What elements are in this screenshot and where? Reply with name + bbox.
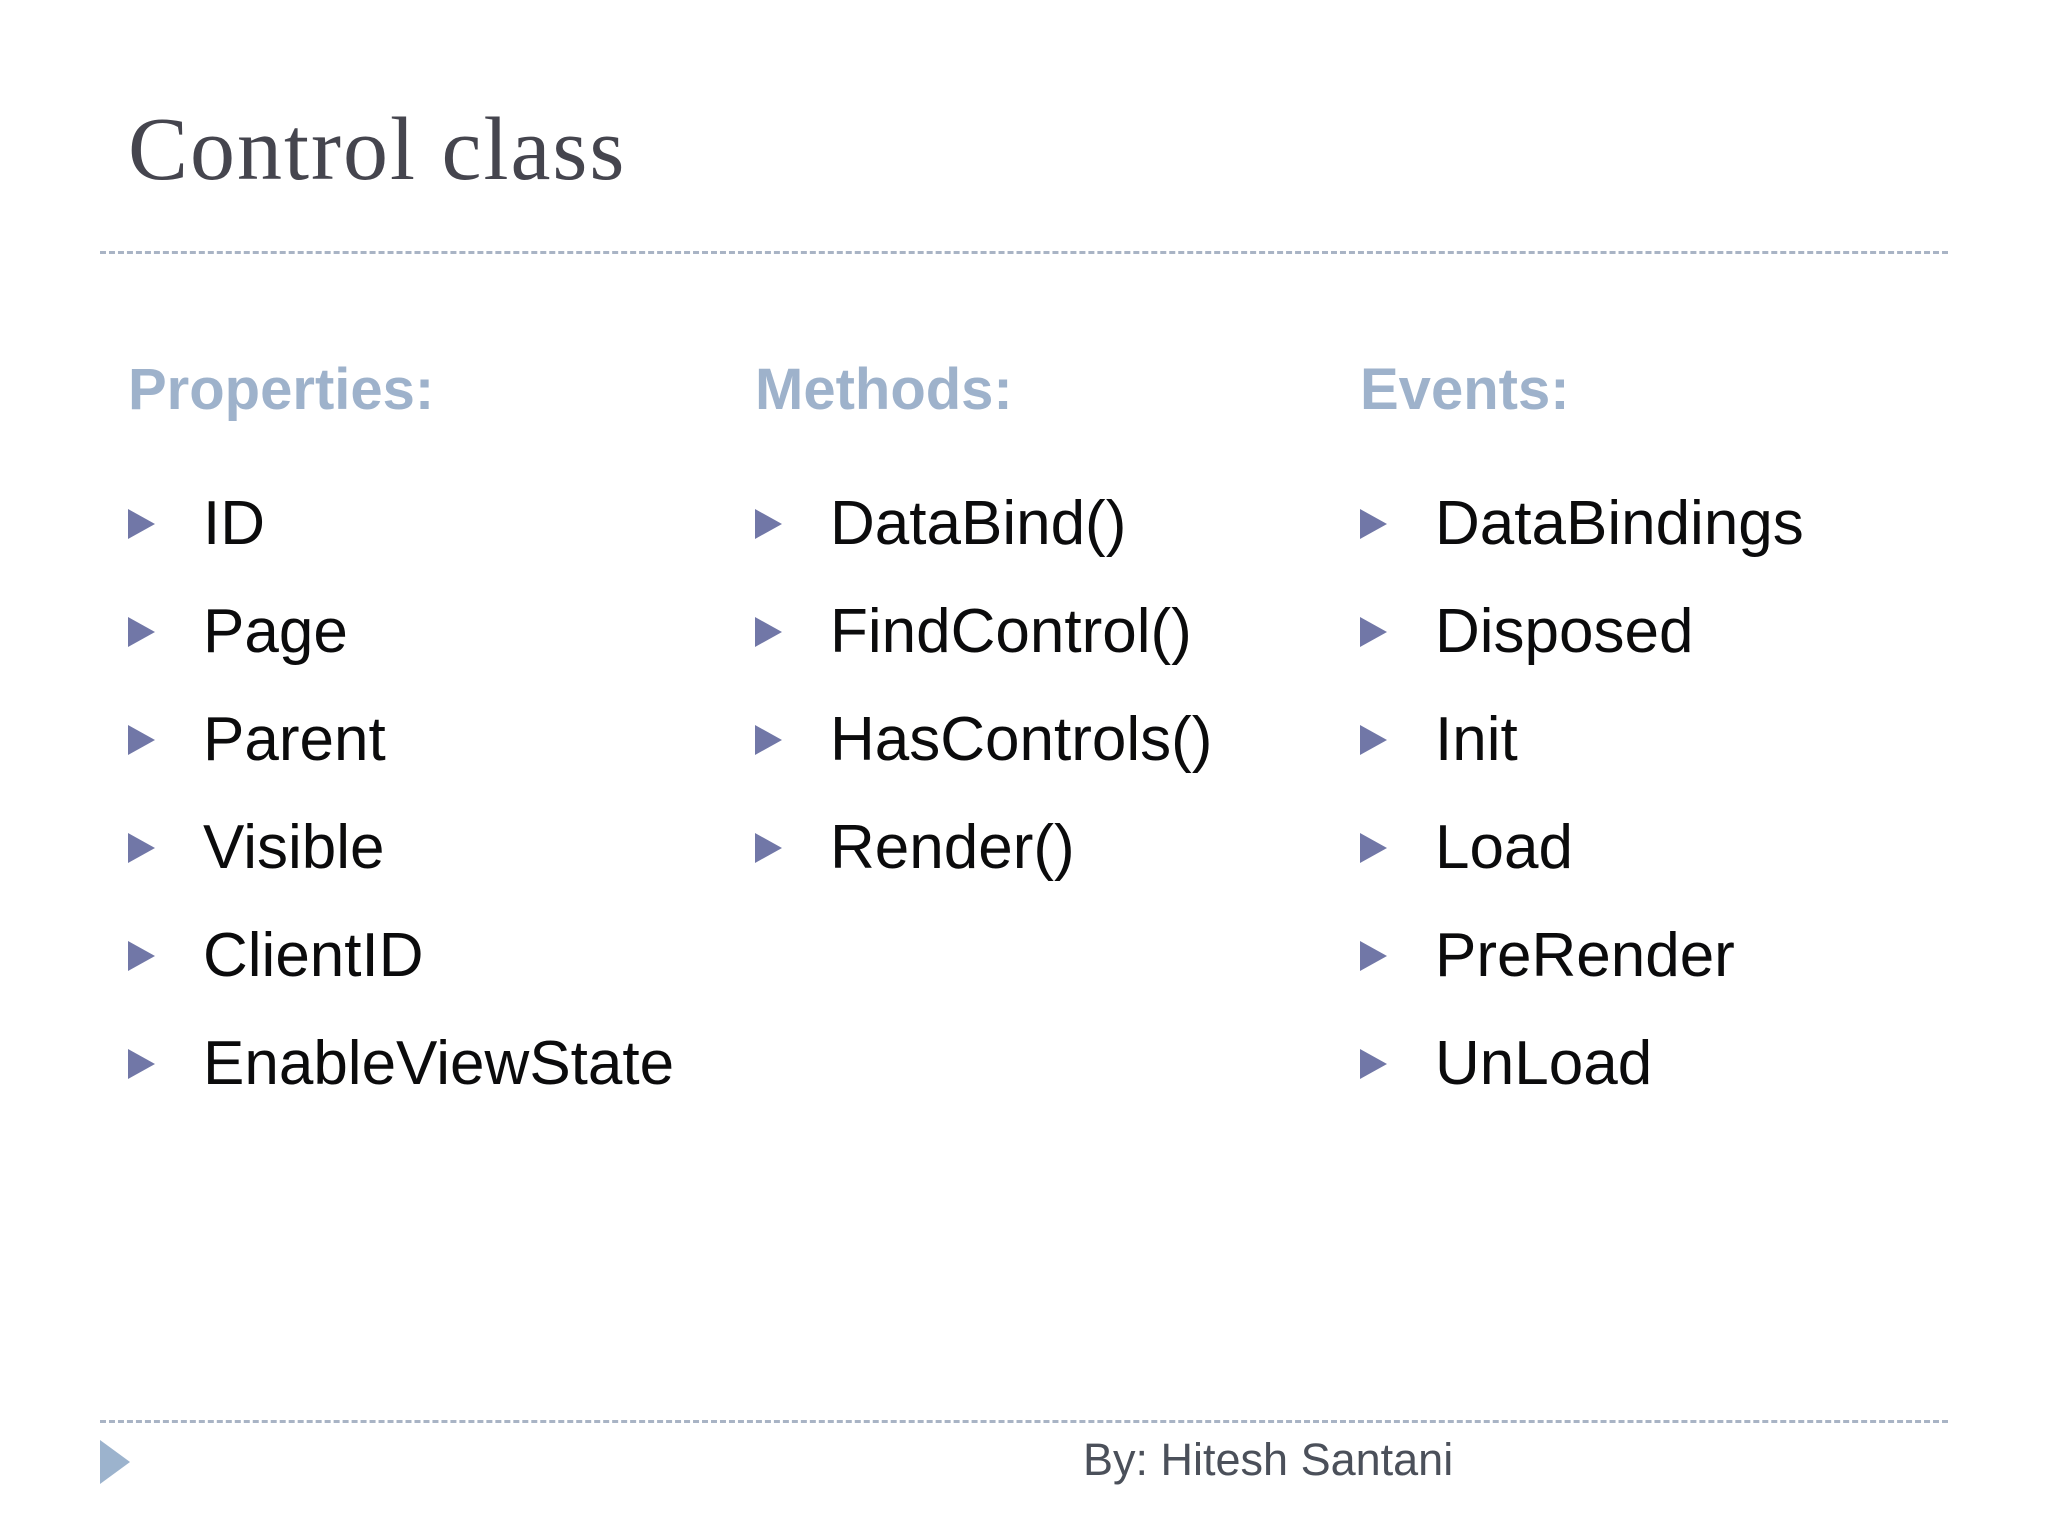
properties-list: ID Page Parent Visible ClientID EnableVi… xyxy=(128,470,728,1118)
properties-column: Properties: ID Page Parent Visible Clien… xyxy=(128,358,728,1118)
list-item: Init xyxy=(1360,686,1960,794)
list-item-label: Visible xyxy=(203,813,385,883)
bullet-triangle-icon xyxy=(128,1048,155,1079)
bullet-triangle-icon xyxy=(128,616,155,647)
list-item-label: Load xyxy=(1435,813,1573,883)
list-item: Page xyxy=(128,578,728,686)
list-item-label: EnableViewState xyxy=(203,1029,675,1099)
list-item: PreRender xyxy=(1360,902,1960,1010)
list-item-label: Disposed xyxy=(1435,597,1694,667)
properties-heading: Properties: xyxy=(128,357,435,422)
bullet-triangle-icon xyxy=(128,832,155,863)
list-item: DataBindings xyxy=(1360,470,1960,578)
bullet-triangle-icon xyxy=(1360,832,1387,863)
list-item-label: ClientID xyxy=(203,921,424,991)
list-item: Visible xyxy=(128,794,728,902)
list-item-label: Render() xyxy=(830,813,1075,883)
events-heading: Events: xyxy=(1360,357,1570,422)
list-item-label: DataBindings xyxy=(1435,489,1804,559)
methods-list: DataBind() FindControl() HasControls() R… xyxy=(755,470,1355,902)
bullet-triangle-icon xyxy=(755,616,782,647)
list-item: ClientID xyxy=(128,902,728,1010)
list-item: HasControls() xyxy=(755,686,1355,794)
bullet-triangle-icon xyxy=(1360,1048,1387,1079)
list-item-label: PreRender xyxy=(1435,921,1735,991)
list-item: Load xyxy=(1360,794,1960,902)
list-item-label: HasControls() xyxy=(830,705,1213,775)
list-item: Render() xyxy=(755,794,1355,902)
list-item-label: UnLoad xyxy=(1435,1029,1653,1099)
bullet-triangle-icon xyxy=(1360,724,1387,755)
list-item: DataBind() xyxy=(755,470,1355,578)
title-divider-dashed-line xyxy=(100,251,1948,254)
methods-column: Methods: DataBind() FindControl() HasCon… xyxy=(755,358,1355,902)
list-item-label: ID xyxy=(203,489,265,559)
list-item: UnLoad xyxy=(1360,1010,1960,1118)
list-item-label: Page xyxy=(203,597,348,667)
list-item-label: DataBind() xyxy=(830,489,1127,559)
list-item: FindControl() xyxy=(755,578,1355,686)
bullet-triangle-icon xyxy=(128,724,155,755)
list-item: Disposed xyxy=(1360,578,1960,686)
list-item-label: Parent xyxy=(203,705,386,775)
list-item-label: Init xyxy=(1435,705,1518,775)
list-item: Parent xyxy=(128,686,728,794)
bullet-triangle-icon xyxy=(1360,616,1387,647)
bullet-triangle-icon xyxy=(128,940,155,971)
events-column: Events: DataBindings Disposed Init Load … xyxy=(1360,358,1960,1118)
bullet-triangle-icon xyxy=(1360,508,1387,539)
footer-divider-dashed-line xyxy=(100,1420,1948,1423)
methods-heading: Methods: xyxy=(755,357,1013,422)
page-title: Control class xyxy=(128,100,627,199)
bullet-triangle-icon xyxy=(755,832,782,863)
events-list: DataBindings Disposed Init Load PreRende… xyxy=(1360,470,1960,1118)
footer-byline: By: Hitesh Santani xyxy=(1083,1434,1454,1485)
bullet-triangle-icon xyxy=(755,508,782,539)
list-item: ID xyxy=(128,470,728,578)
footer-right-triangle-icon xyxy=(100,1440,130,1484)
bullet-triangle-icon xyxy=(755,724,782,755)
bullet-triangle-icon xyxy=(128,508,155,539)
list-item: EnableViewState xyxy=(128,1010,728,1118)
bullet-triangle-icon xyxy=(1360,940,1387,971)
list-item-label: FindControl() xyxy=(830,597,1192,667)
